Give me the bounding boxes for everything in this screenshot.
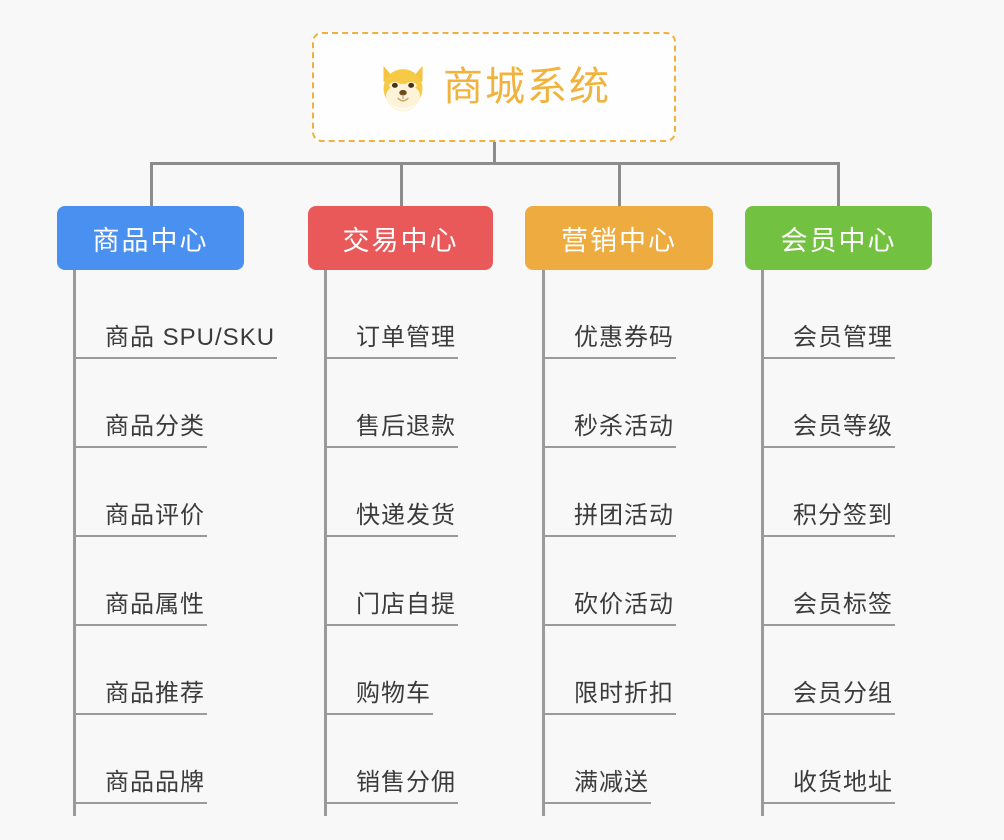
leaf-label: 秒杀活动 xyxy=(574,412,674,440)
leaf-item[interactable]: 商品品牌 xyxy=(73,715,303,804)
root-node[interactable]: 商城系统 xyxy=(312,32,676,142)
leaf-label: 快递发货 xyxy=(356,501,456,529)
leaf-item[interactable]: 商品 SPU/SKU xyxy=(73,270,303,359)
leaf-label: 会员分组 xyxy=(793,679,893,707)
connector-drop-3 xyxy=(618,162,621,206)
category-label: 交易中心 xyxy=(342,225,459,256)
leaf-item[interactable]: 销售分佣 xyxy=(324,715,554,804)
connector-drop-1 xyxy=(150,162,153,206)
connector-root-stem xyxy=(493,142,496,164)
category-label: 商品中心 xyxy=(92,225,209,256)
leaf-label: 优惠券码 xyxy=(574,323,674,351)
leaf-rule xyxy=(761,535,895,537)
leaf-label: 商品 SPU/SKU xyxy=(105,323,276,351)
leaf-label: 积分签到 xyxy=(793,501,893,529)
leaf-rule xyxy=(73,357,277,359)
leaf-rule xyxy=(73,535,207,537)
leaf-label: 商品分类 xyxy=(105,412,205,440)
leaf-item[interactable]: 拼团活动 xyxy=(542,448,772,537)
leaf-rule xyxy=(73,624,207,626)
leaf-rule xyxy=(542,535,676,537)
leaf-rule xyxy=(761,446,895,448)
leaf-rule xyxy=(73,802,207,804)
leaf-rule xyxy=(324,357,458,359)
leaf-rule xyxy=(324,713,433,715)
leaf-label: 收货地址 xyxy=(793,768,893,796)
leaf-label: 商品品牌 xyxy=(105,768,205,796)
leaf-rule xyxy=(324,802,458,804)
category-box-1[interactable]: 商品中心 xyxy=(57,206,244,270)
leaf-item[interactable]: 快递发货 xyxy=(324,448,554,537)
leaf-item[interactable]: 售后退款 xyxy=(324,359,554,448)
leaf-item[interactable]: 商品属性 xyxy=(73,537,303,626)
leaf-rule xyxy=(542,357,676,359)
connector-drop-2 xyxy=(400,162,403,206)
leaf-item[interactable]: 商品推荐 xyxy=(73,626,303,715)
leaf-label: 砍价活动 xyxy=(574,590,674,618)
leaf-label: 售后退款 xyxy=(356,412,456,440)
leaf-label: 商品属性 xyxy=(105,590,205,618)
connector-drop-4 xyxy=(837,162,840,206)
leaf-item[interactable]: 积分签到 xyxy=(761,448,991,537)
leaf-rule xyxy=(542,624,676,626)
leaf-item[interactable]: 砍价活动 xyxy=(542,537,772,626)
leaf-item[interactable]: 限时折扣 xyxy=(542,626,772,715)
leaf-column-1: 商品 SPU/SKU 商品分类 商品评价 商品属性 商品推荐 商品品牌 xyxy=(73,270,303,816)
leaf-label: 购物车 xyxy=(356,679,431,707)
shiba-dog-face-icon xyxy=(383,65,423,112)
category-box-2[interactable]: 交易中心 xyxy=(308,206,493,270)
category-box-3[interactable]: 营销中心 xyxy=(525,206,713,270)
leaf-item[interactable]: 订单管理 xyxy=(324,270,554,359)
leaf-rule xyxy=(761,802,895,804)
leaf-rule xyxy=(761,624,895,626)
leaf-item[interactable]: 优惠券码 xyxy=(542,270,772,359)
category-box-4[interactable]: 会员中心 xyxy=(745,206,932,270)
leaf-rule xyxy=(324,624,458,626)
leaf-spine xyxy=(542,270,545,816)
leaf-rule xyxy=(73,713,207,715)
leaf-label: 拼团活动 xyxy=(574,501,674,529)
leaf-spine xyxy=(324,270,327,816)
leaf-label: 会员等级 xyxy=(793,412,893,440)
leaf-label: 会员标签 xyxy=(793,590,893,618)
leaf-column-4: 会员管理 会员等级 积分签到 会员标签 会员分组 收货地址 xyxy=(761,270,991,816)
connector-horizontal-bar xyxy=(150,162,838,165)
leaf-item[interactable]: 门店自提 xyxy=(324,537,554,626)
leaf-column-2: 订单管理 售后退款 快递发货 门店自提 购物车 销售分佣 xyxy=(324,270,554,816)
leaf-label: 门店自提 xyxy=(356,590,456,618)
leaf-spine xyxy=(73,270,76,816)
leaf-rule xyxy=(324,446,458,448)
leaf-label: 商品评价 xyxy=(105,501,205,529)
leaf-rule xyxy=(761,713,895,715)
category-label: 会员中心 xyxy=(780,225,897,256)
leaf-item[interactable]: 满减送 xyxy=(542,715,772,804)
leaf-item[interactable]: 会员标签 xyxy=(761,537,991,626)
category-label: 营销中心 xyxy=(561,225,677,256)
leaf-label: 限时折扣 xyxy=(574,679,674,707)
leaf-item[interactable]: 秒杀活动 xyxy=(542,359,772,448)
leaf-column-3: 优惠券码 秒杀活动 拼团活动 砍价活动 限时折扣 满减送 xyxy=(542,270,772,816)
leaf-label: 销售分佣 xyxy=(356,768,456,796)
leaf-rule xyxy=(542,713,676,715)
leaf-item[interactable]: 会员管理 xyxy=(761,270,991,359)
leaf-item[interactable]: 收货地址 xyxy=(761,715,991,804)
leaf-rule xyxy=(324,535,458,537)
leaf-label: 会员管理 xyxy=(793,323,893,351)
leaf-rule xyxy=(542,446,676,448)
leaf-rule xyxy=(73,446,207,448)
leaf-item[interactable]: 会员分组 xyxy=(761,626,991,715)
leaf-rule xyxy=(761,357,895,359)
root-title: 商城系统 xyxy=(443,65,611,109)
leaf-item[interactable]: 购物车 xyxy=(324,626,554,715)
leaf-item[interactable]: 商品分类 xyxy=(73,359,303,448)
leaf-rule xyxy=(542,802,651,804)
leaf-label: 满减送 xyxy=(574,768,649,796)
leaf-item[interactable]: 商品评价 xyxy=(73,448,303,537)
leaf-label: 订单管理 xyxy=(356,323,456,351)
leaf-item[interactable]: 会员等级 xyxy=(761,359,991,448)
leaf-label: 商品推荐 xyxy=(105,679,205,707)
leaf-spine xyxy=(761,270,764,816)
